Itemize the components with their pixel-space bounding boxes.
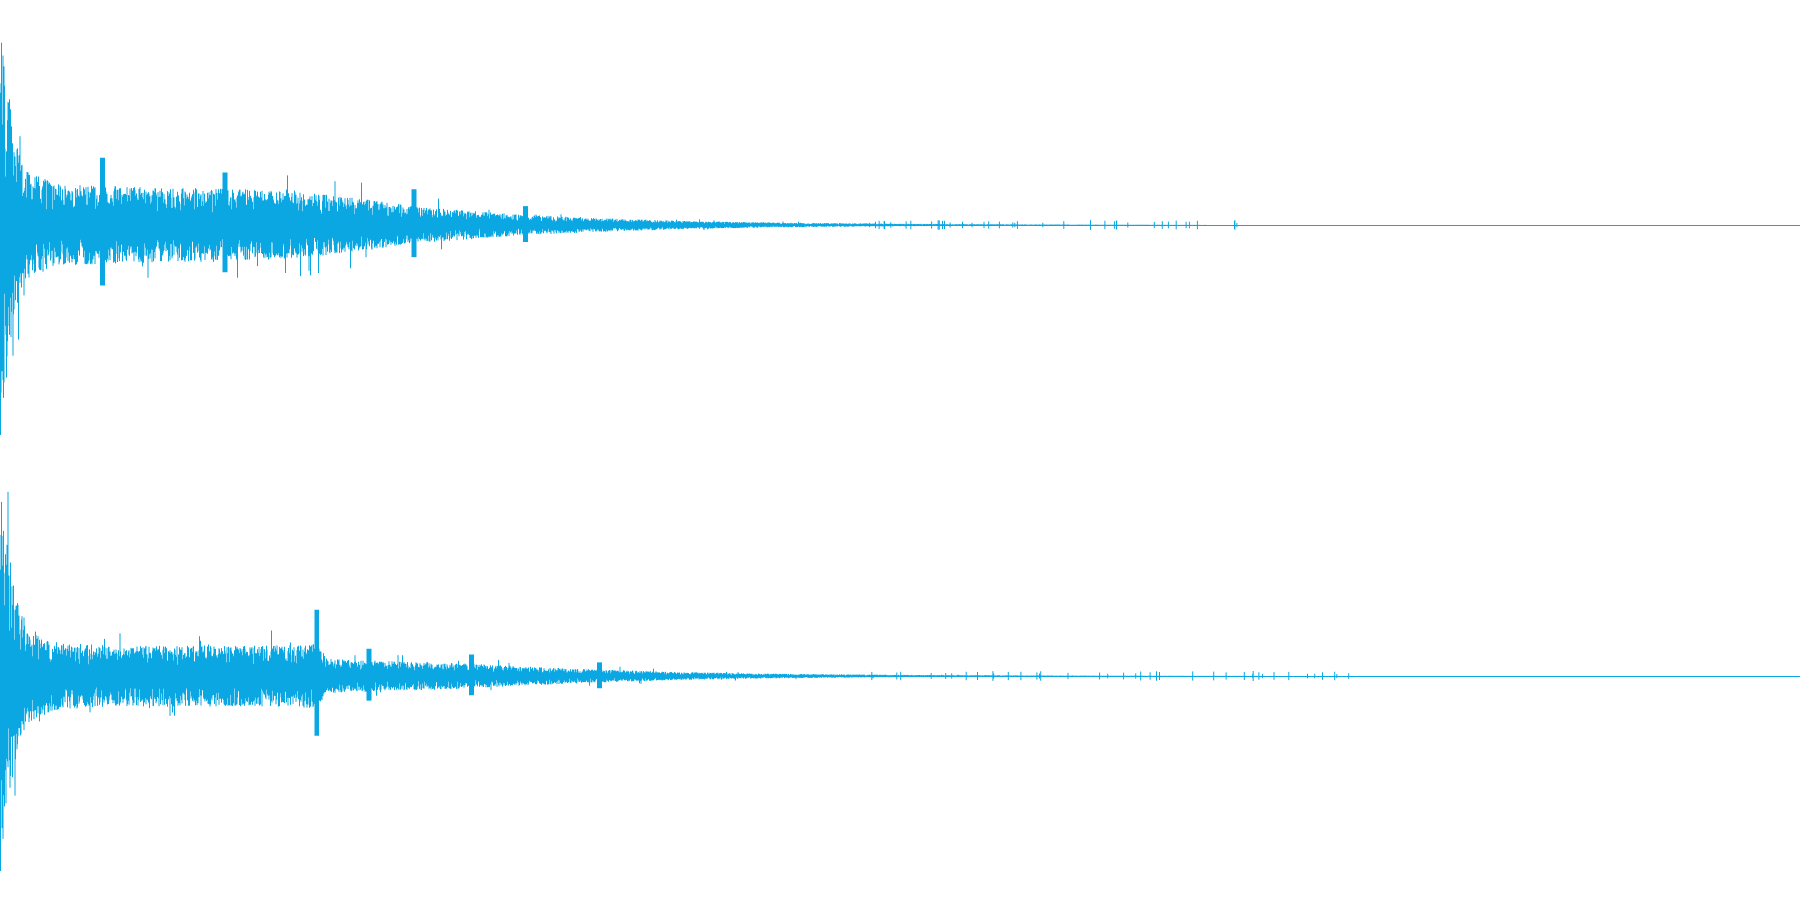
waveform-tail-ticks [871,671,1350,681]
waveform-channel-1[interactable] [0,42,1800,435]
waveform-samples [0,42,1207,435]
waveform-channel-2[interactable] [0,491,1800,871]
waveform-tail-ticks [869,220,1238,230]
waveform-samples [0,491,1275,871]
